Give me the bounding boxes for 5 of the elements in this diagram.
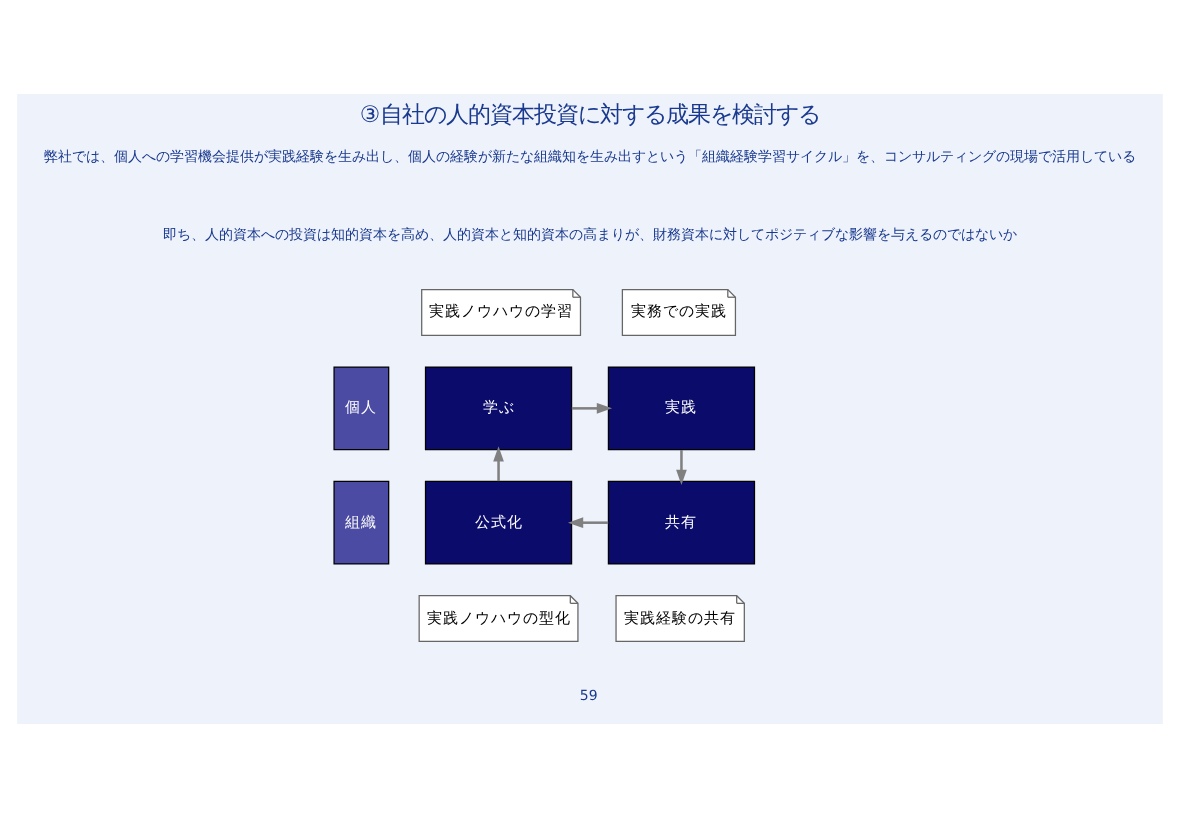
arrow: [567, 516, 609, 528]
diagram-title: ③自社の人的資本投資に対する成果を検討する: [359, 99, 821, 128]
arrow: [571, 402, 613, 413]
arrow: [676, 449, 687, 484]
arrow: [493, 445, 504, 481]
